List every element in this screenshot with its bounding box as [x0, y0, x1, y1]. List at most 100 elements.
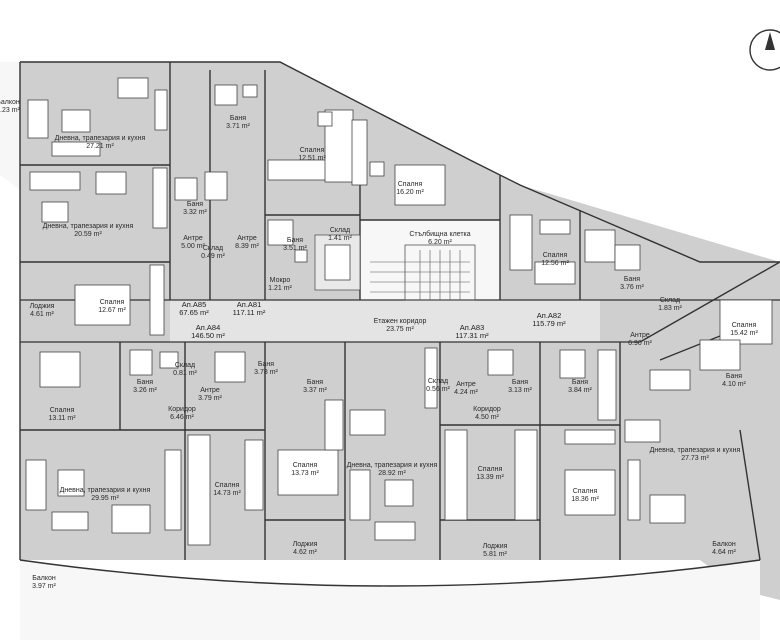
room-label-r46-area: 3.97 m² [32, 583, 56, 590]
room-label-r3-name: Баня [230, 115, 246, 122]
apartment-label-a82-area: 115.79 m² [532, 319, 566, 328]
room-label-r13-area: 6.20 m² [428, 239, 452, 246]
room-label-r10-name: Антре [237, 235, 257, 242]
room-label-r5-name: Спалня [398, 181, 423, 188]
room-label-r31-area: 3.79 m² [198, 395, 222, 402]
room-label-r11-area: 3.51 m² [283, 245, 307, 252]
room-label-r20-area: 12.67 m² [98, 307, 126, 314]
room-label-r45-name: Балкон [712, 541, 736, 548]
room-label-r22-area: 6.90 m² [628, 340, 652, 347]
room-label-r26-area: 0.56 m² [426, 386, 450, 393]
room-label-r27-name: Баня [512, 379, 528, 386]
room-label-r9-name: Склад [203, 245, 223, 252]
stair-core [314, 234, 476, 301]
room-label-r21-name: Етажен коридор [374, 318, 427, 325]
room-label-r37-name: Дневна, трапезария и кухня [60, 487, 151, 494]
north-arrow-icon [749, 29, 780, 71]
room-label-r29-name: Баня [726, 373, 742, 380]
room-label-r6-area: 3.32 m² [183, 209, 207, 216]
room-label-r15-area: 3.76 m² [620, 284, 644, 291]
room-label-r37-area: 29.95 m² [91, 495, 119, 502]
room-label-r36-area: 27.73 m² [681, 455, 709, 462]
apartment-label-a85-name: Ап.А85 [182, 300, 207, 309]
room-label-r8-name: Антре [183, 235, 203, 242]
room-label-r22-name: Антре [630, 332, 650, 339]
room-label-r31-name: Антре [200, 387, 220, 394]
apartment-label-a83-name: Ап.А83 [460, 323, 485, 332]
room-label-r30-name: Спалня [50, 407, 75, 414]
room-label-r43-area: 4.62 m² [293, 549, 317, 556]
room-label-r40-area: 28.92 m² [378, 470, 406, 477]
room-label-r1-name: Балкон [0, 99, 20, 106]
room-label-r27-area: 3.13 m² [508, 387, 532, 394]
room-label-r42-area: 18.36 m² [571, 496, 599, 503]
room-label-r44-area: 5.81 m² [483, 551, 507, 558]
room-label-r35-name: Коридор [473, 406, 501, 413]
room-label-r16-area: 1.83 m² [658, 305, 682, 312]
room-label-r12-area: 1.41 m² [328, 235, 352, 242]
room-label-r19-area: 4.61 m² [30, 311, 54, 318]
room-label-r7-name: Дневна, трапезария и кухня [43, 223, 134, 230]
room-label-r30-area: 13.11 m² [48, 415, 76, 422]
room-label-r11-name: Баня [287, 237, 303, 244]
room-label-r18-area: 1.21 m² [268, 285, 292, 292]
room-label-r18-name: Мокро [270, 277, 291, 284]
room-label-r25-name: Баня [258, 361, 274, 368]
room-label-r2-area: 27.21 m² [86, 143, 114, 150]
room-label-r14-name: Спалня [543, 252, 568, 259]
room-label-r15-name: Баня [624, 276, 640, 283]
apartment-label-a81-area: 117.11 m² [233, 308, 266, 317]
room-label-r21-area: 23.75 m² [386, 326, 414, 333]
room-label-r45-area: 4.64 m² [712, 549, 736, 556]
room-label-r13-name: Стълбищна клетка [409, 230, 470, 238]
room-label-r6-name: Баня [187, 201, 203, 208]
floor-fills [0, 62, 780, 640]
apartment-label-a84-area: 146.50 m² [191, 331, 225, 340]
apartment-label-a82-name: Ап.А82 [537, 311, 562, 320]
furniture [25, 77, 773, 546]
room-label-r26-name: Склад [428, 378, 448, 385]
room-label-r43-name: Лоджия [293, 541, 318, 548]
room-label-r2-name: Дневна, трапезария и кухня [55, 135, 146, 142]
room-label-r10-area: 8.39 m² [235, 243, 259, 250]
room-label-r19-name: Лоджия [30, 303, 55, 310]
apartment-label-a84-name: Ап.А84 [196, 323, 221, 332]
room-label-r40-name: Дневна, трапезария и кухня [347, 462, 438, 469]
room-label-r34-area: 6.46 m² [170, 414, 194, 421]
walls [19, 61, 780, 587]
room-label-r46-name: Балкон [32, 575, 56, 582]
room-label-r41-area: 13.39 m² [476, 474, 504, 481]
room-label-r39-area: 13.73 m² [291, 470, 319, 477]
room-label-r39-name: Спалня [293, 462, 318, 469]
room-label-r28-area: 3.84 m² [568, 387, 592, 394]
room-label-r16-name: Склад [660, 297, 680, 304]
